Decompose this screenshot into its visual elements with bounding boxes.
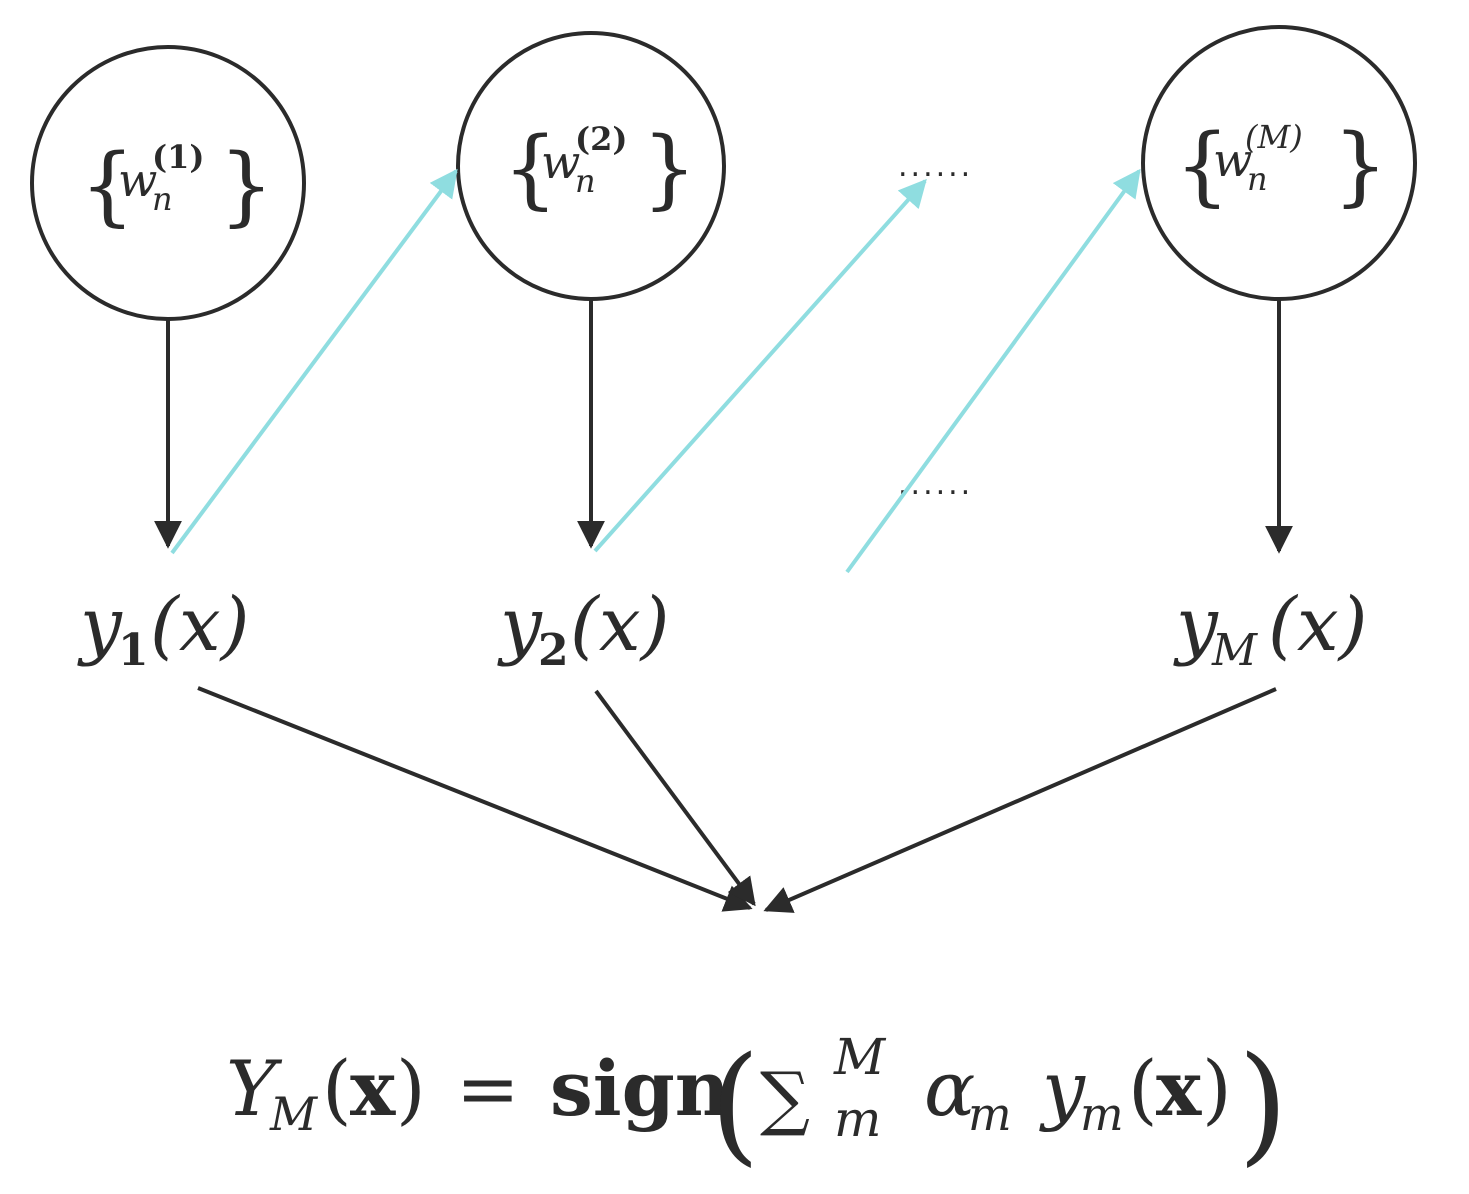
formula-sum-lower: m [834, 1090, 881, 1148]
left-brace-icon: { [503, 119, 558, 219]
reweight-arrow-1-to-2 [170, 168, 458, 555]
weight-node-1-subscript: n [152, 180, 173, 218]
weight-node-M-superscript: (M) [1245, 118, 1303, 156]
formula-term-open-paren: ( [1128, 1044, 1158, 1133]
right-paren-icon: ) [1238, 1030, 1288, 1179]
formula-term-subscript: m [1080, 1087, 1124, 1141]
ellipsis-top: ...... [898, 149, 973, 184]
arrow-learner2-to-ensemble [594, 689, 756, 907]
weight-node-1: { w n (1) } [30, 45, 306, 321]
formula-equals: = [456, 1044, 520, 1133]
reweight-arrow-2-to-next [593, 178, 927, 553]
formula-sum-symbol: ∑ [760, 1057, 810, 1139]
weight-node-M: { w n (M) } [1141, 25, 1417, 301]
weight-node-1-symbol: w [118, 153, 157, 207]
learner-M-label: y M (x) [1173, 582, 1367, 676]
right-brace-icon: } [219, 136, 274, 236]
arrow-learnerM-to-ensemble [763, 687, 1277, 913]
weight-node-M-subscript: n [1247, 160, 1268, 198]
weight-node-1-superscript: (1) [152, 138, 205, 176]
formula-lhs-arg: x [350, 1044, 396, 1133]
formula-coef: α [924, 1044, 975, 1133]
ensemble-formula: Y M ( x ) = sign ( ∑ M m α m y m ( x ) ) [226, 1028, 1288, 1179]
formula-term-arg: x [1156, 1044, 1202, 1133]
learner-M-arg: (x) [1268, 582, 1367, 668]
learner-1-symbol: y [77, 582, 123, 668]
weight-node-2-subscript: n [575, 162, 596, 200]
formula-coef-subscript: m [968, 1087, 1012, 1141]
formula-sum-upper: M [833, 1028, 887, 1086]
learner-M-subscript: M [1211, 625, 1258, 676]
formula-term-close-paren: ) [1202, 1044, 1232, 1133]
learner-1-label: y 1 (x) [77, 582, 249, 676]
learner-1-subscript: 1 [118, 625, 149, 676]
formula-lhs-close-paren: ) [396, 1044, 426, 1133]
left-paren-icon: ( [710, 1030, 760, 1179]
weight-node-M-symbol: w [1213, 133, 1252, 187]
right-brace-icon: } [1333, 116, 1388, 216]
learner-2-symbol: y [497, 582, 543, 668]
weight-node-2: { w n (2) } [456, 31, 726, 301]
formula-term-symbol: y [1039, 1044, 1086, 1133]
weight-node-2-superscript: (2) [575, 120, 628, 158]
learner-1-arg: (x) [150, 582, 249, 668]
formula-sign-function: sign [550, 1044, 730, 1133]
learner-2-subscript: 2 [538, 625, 569, 676]
learner-M-symbol: y [1173, 582, 1219, 668]
learner-2-label: y 2 (x) [497, 582, 669, 676]
formula-lhs-open-paren: ( [322, 1044, 352, 1133]
formula-lhs-symbol: Y [226, 1044, 283, 1133]
learner-2-arg: (x) [570, 582, 669, 668]
left-brace-icon: { [80, 136, 135, 236]
weight-node-2-symbol: w [541, 135, 580, 189]
left-brace-icon: { [1175, 116, 1230, 216]
formula-lhs-subscript: M [269, 1087, 319, 1141]
reweight-arrow-prev-to-M [845, 168, 1141, 574]
arrow-learner1-to-ensemble [197, 686, 753, 912]
right-brace-icon: } [642, 119, 697, 219]
